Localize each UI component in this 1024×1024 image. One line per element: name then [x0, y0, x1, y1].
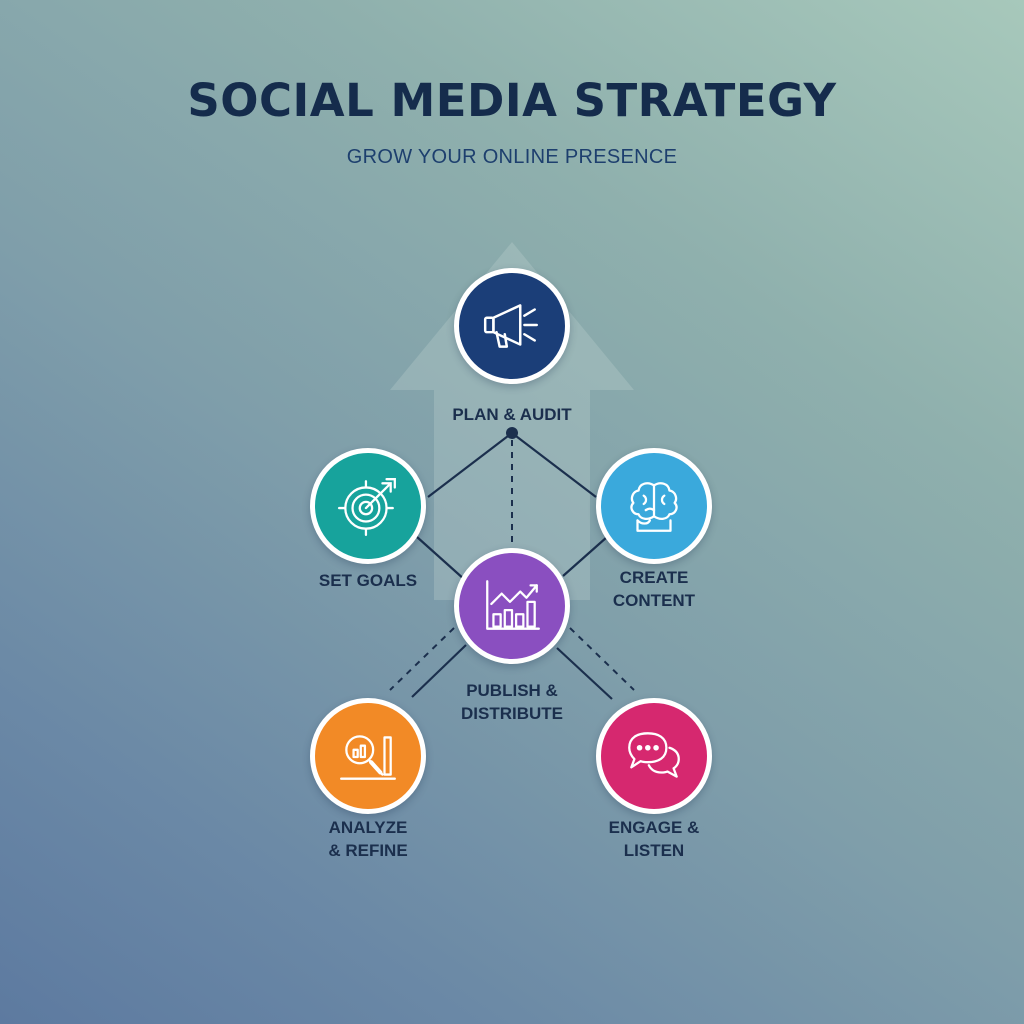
connector-goals-publish	[416, 536, 466, 581]
node-analyze-refine	[310, 698, 426, 814]
node-engage-listen	[596, 698, 712, 814]
hub-dot	[506, 427, 518, 439]
page-subtitle: GROW YOUR ONLINE PRESENCE	[346, 146, 678, 168]
connector-engage-dashed	[569, 627, 635, 691]
connector-publish-analyze	[411, 644, 467, 698]
node-set-goals	[310, 448, 426, 564]
label-publish-distribute: PUBLISH & DISTRIBUTE	[461, 681, 563, 723]
connector-hub-create	[511, 432, 597, 498]
label-engage-listen: ENGAGE & LISTEN	[608, 818, 700, 860]
label-analyze-refine: ANALYZE & REFINE	[328, 818, 408, 860]
growth-chart-icon	[486, 580, 540, 630]
target-icon	[337, 478, 396, 537]
megaphone-icon	[483, 304, 538, 348]
label-plan-audit: PLAN & AUDIT	[452, 405, 572, 424]
label-create-content: CREATE CONTENT	[612, 568, 696, 610]
node-create-content	[596, 448, 712, 564]
background-arrow	[390, 242, 634, 600]
node-plan-audit	[454, 268, 570, 384]
magnifier-chart-icon	[340, 735, 396, 780]
brain-icon	[630, 482, 678, 532]
chat-bubbles-icon	[628, 732, 680, 778]
connector-analyze-dashed	[389, 627, 455, 691]
connector-hub-goals	[427, 432, 513, 498]
connector-publish-engage	[556, 647, 613, 700]
page-title: SOCIAL MEDIA STRATEGY	[187, 74, 837, 127]
connector-create-publish	[562, 536, 608, 577]
node-publish-distribute	[454, 548, 570, 664]
label-set-goals: SET GOALS	[318, 571, 418, 590]
